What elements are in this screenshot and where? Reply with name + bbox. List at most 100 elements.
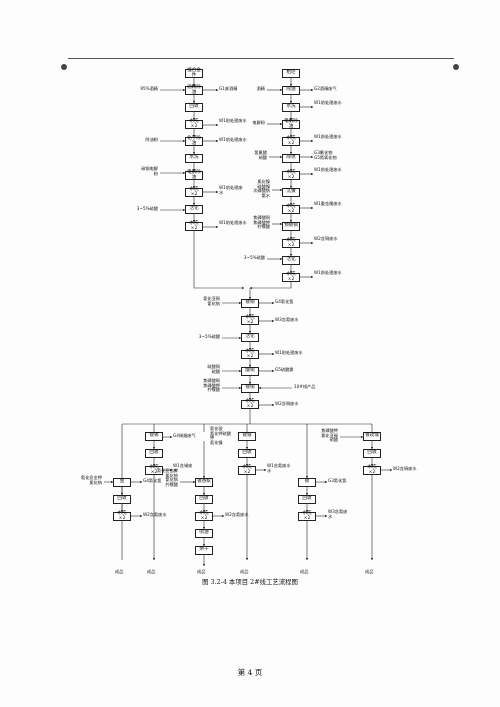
process-step-box: 水洗×2 [185,187,203,197]
flow-annotation: W2含氰废水 [143,512,167,517]
flow-annotation: 氰化亚金钾 氯化钠 氰化钠 柠檬酸 [157,468,178,487]
process-step-box: 水洗×2 [241,399,259,409]
flow-annotation: G4锡烟废气 [173,433,196,438]
process-step-box: 预镀铜 [282,222,300,231]
process-step-box: 水洗 [282,103,300,112]
process-step-box: 回收 [185,103,203,112]
flow-annotation: 3~5%硫酸 [243,255,265,260]
process-step-box: 活化 [185,205,203,214]
flow-annotation: 氰化亚金钾 氯化钠 [81,475,102,485]
process-step-box: 金 [113,478,131,487]
flow-annotation: 10#线产品 [294,384,316,389]
flow-annotation: 氰化亚铜 氰化钠 [203,296,220,306]
flow-annotation: G3氟化物 G5氮氧化物 [314,150,337,160]
process-step-box: 烘干 [195,546,213,555]
flow-annotation: 除油粉 [145,137,158,142]
process-step-box: 镀玫瑰 [363,432,381,441]
flow-annotation: 焦磷酸铜 焦磷酸钾 柠檬酸 [203,378,220,393]
flow-annotation: W1含锡废 水 [173,463,193,473]
process-step-box: 电解除油 [282,119,300,129]
flow-annotation: G4氰化氢 [275,299,294,304]
process-step-box: 水洗×2 [282,272,300,282]
process-step-box: 水洗×2 [238,465,256,475]
process-step-box: 水洗×2 [298,511,316,521]
binding-hole-top [61,64,67,70]
flow-annotation: 成品 [197,569,206,574]
flow-annotation: W1含氰废水 水 [267,463,291,473]
flow-annotation: 95%酒精 [140,86,158,91]
flow-annotation: W3含氰废 水 [328,509,348,519]
flow-annotation: 硫酸铜 硫酸 [207,364,220,374]
process-step-box: 除油 [282,86,300,95]
flow-annotation: 成品 [147,569,156,574]
flow-annotation: W2含铜废水 [393,466,417,471]
process-step-box: 镀香槟 [195,478,213,487]
process-step-box: 喷油 [195,529,213,538]
figure-caption: 图 3.2-4 本项目 2#线工艺流程图 [202,578,298,586]
process-step-box: 回收 [195,495,213,504]
binding-hole-right [453,64,459,70]
process-step-box: 镀银 [238,432,256,441]
flow-annotation: W3含氰废水 [275,317,299,322]
flow-annotation: 氰化银 氰化钾硫酸 钾 氰化镍 [210,426,231,445]
flow-annotation: 氯化镍 硫酸镍 次磷酸钠 氨水 [253,179,270,198]
process-step-box: 镀铜 [241,299,259,308]
process-step-box: 活化 [282,256,300,265]
header-rule [68,58,454,59]
flow-annotation: G3氰化氢 [328,478,347,483]
flow-annotation: 成品 [240,569,249,574]
process-step-box: 镀 [298,478,316,487]
flow-annotation: 成品 [365,569,374,574]
process-step-box: 水洗 [185,154,203,163]
process-step-box: 水洗×2 [241,349,259,359]
flow-annotation: W1前处理废水 [314,134,342,139]
flow-annotation: W1前处理废水 [314,270,342,275]
process-step-box: 水洗×2 [282,170,300,180]
process-step-box: 挂合金件 [185,68,203,78]
process-step-box: 水洗×2 [282,238,300,248]
process-step-box: 水洗×2 [282,204,300,214]
flow-annotation: W2含氰废水 [225,512,249,517]
process-step-box: 沉镍 [282,188,300,197]
flow-annotation: W1前处理废水 [314,100,342,105]
process-step-box: 粗坯 [282,69,300,78]
flow-annotation: 3~5%硫酸 [136,206,158,211]
flow-annotation: 电解粉 [252,120,265,125]
flow-annotation: G5硫酸雾 [275,367,294,372]
process-step-box: 回收 [238,449,256,458]
process-step-box: 水洗×2 [185,221,203,231]
process-step-box: 回收 [363,449,381,458]
flow-annotation: 焦磷酸铜 焦磷酸钾 柠檬酸 [253,215,270,230]
process-step-box: 电解除油 [185,170,203,180]
process-step-box: 活化 [241,333,259,342]
flow-annotation: 酒精 [256,86,265,91]
flow-annotation: 成品 [300,569,309,574]
process-step-box: 水洗×2 [363,465,381,475]
process-step-box: 水洗×2 [145,465,163,475]
flow-annotation: W1前处理废水 [219,118,247,123]
process-step-box: 化学除油 [185,136,203,146]
flow-annotation: 焦磷酸钾 氯化亚锡 硝酸 [321,428,338,443]
flow-annotation: W1前处理废水 [314,167,342,172]
flow-annotation: 成品 [115,569,124,574]
page-number: 第 4 页 [237,668,263,677]
process-step-box: 水洗×2 [241,315,259,325]
flow-annotation: 3~5%硫酸 [198,334,220,339]
process-step-box: 回收 [113,495,131,504]
flow-annotation: G2酒精废气 [314,86,337,91]
process-step-box: 镀锡 [145,432,163,441]
process-step-box: 水洗×2 [113,511,131,521]
process-step-box: 酸铜 [241,367,259,376]
process-step-box: 除锈 [282,154,300,163]
flow-annotation: W1前处理废 水 [219,185,243,195]
flow-annotation: W1重金属废水 [314,201,342,206]
flow-annotation: W1前处理废水 [219,137,247,142]
process-step-box: 水洗×2 [282,136,300,146]
process-step-box: 水洗×2 [195,511,213,521]
flow-annotation: G1废酒精 [219,86,238,91]
flow-annotation: W2含铜废水 [314,236,338,241]
process-step-box: 水洗×2 [185,119,203,129]
process-step-box: 酒精除油 [185,85,203,95]
